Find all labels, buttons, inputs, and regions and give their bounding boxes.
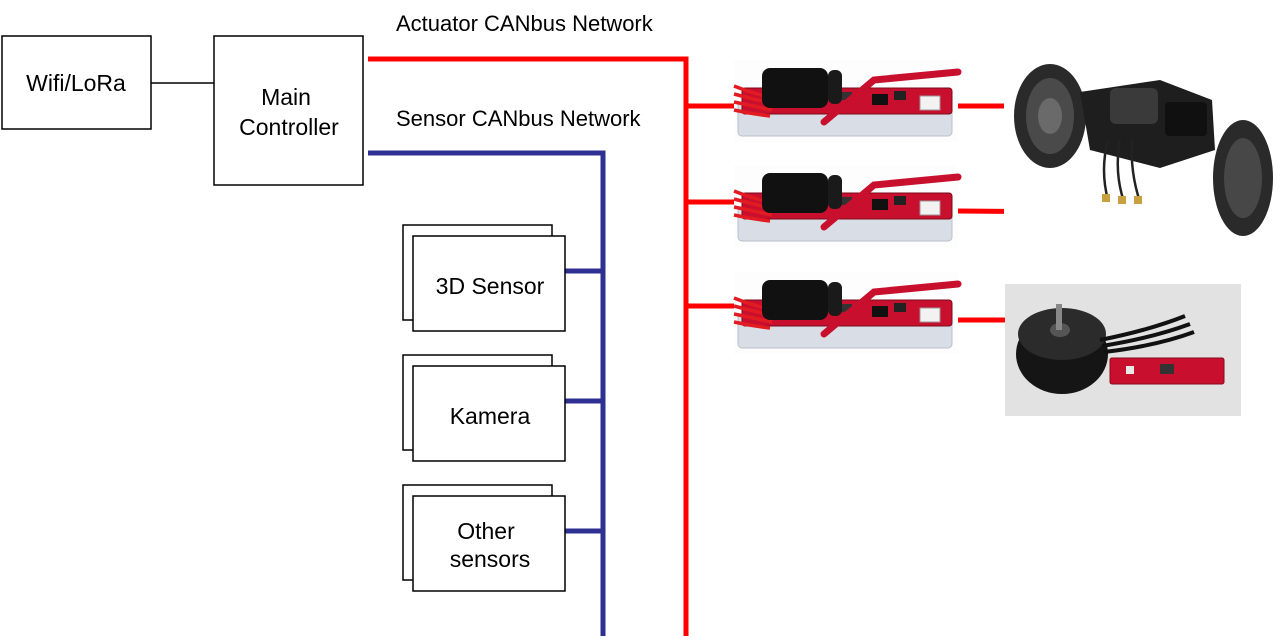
wifi-lora-box: Wifi/LoRa [1,35,152,130]
controller-label-line1: Main [261,84,311,110]
sensor-box-3d: 3D Sensor [402,224,566,332]
sensor-label-line2: sensors [450,546,531,572]
motor-driver-board-photo [734,165,958,247]
actuator-network-label: Actuator CANbus Network [396,11,654,36]
sensor-label: 3D Sensor [436,273,545,299]
sensor-label-line1: Other [457,518,515,544]
motor-driver-board-photo [734,60,958,142]
main-controller-box: Main Controller [213,35,364,186]
sensor-network-label: Sensor CANbus Network [396,106,642,131]
sensor-box-kamera: Kamera [402,354,566,462]
skateboard-truck-photo [1004,50,1280,240]
bldc-motor-photo [1005,284,1241,416]
sensor-box-other: Other sensors [402,484,566,592]
wifi-lora-label: Wifi/LoRa [26,70,126,96]
controller-label-line2: Controller [239,114,339,140]
motor-driver-board-photo [734,272,958,354]
sensor-bus [368,150,606,636]
sensor-label: Kamera [450,403,531,429]
